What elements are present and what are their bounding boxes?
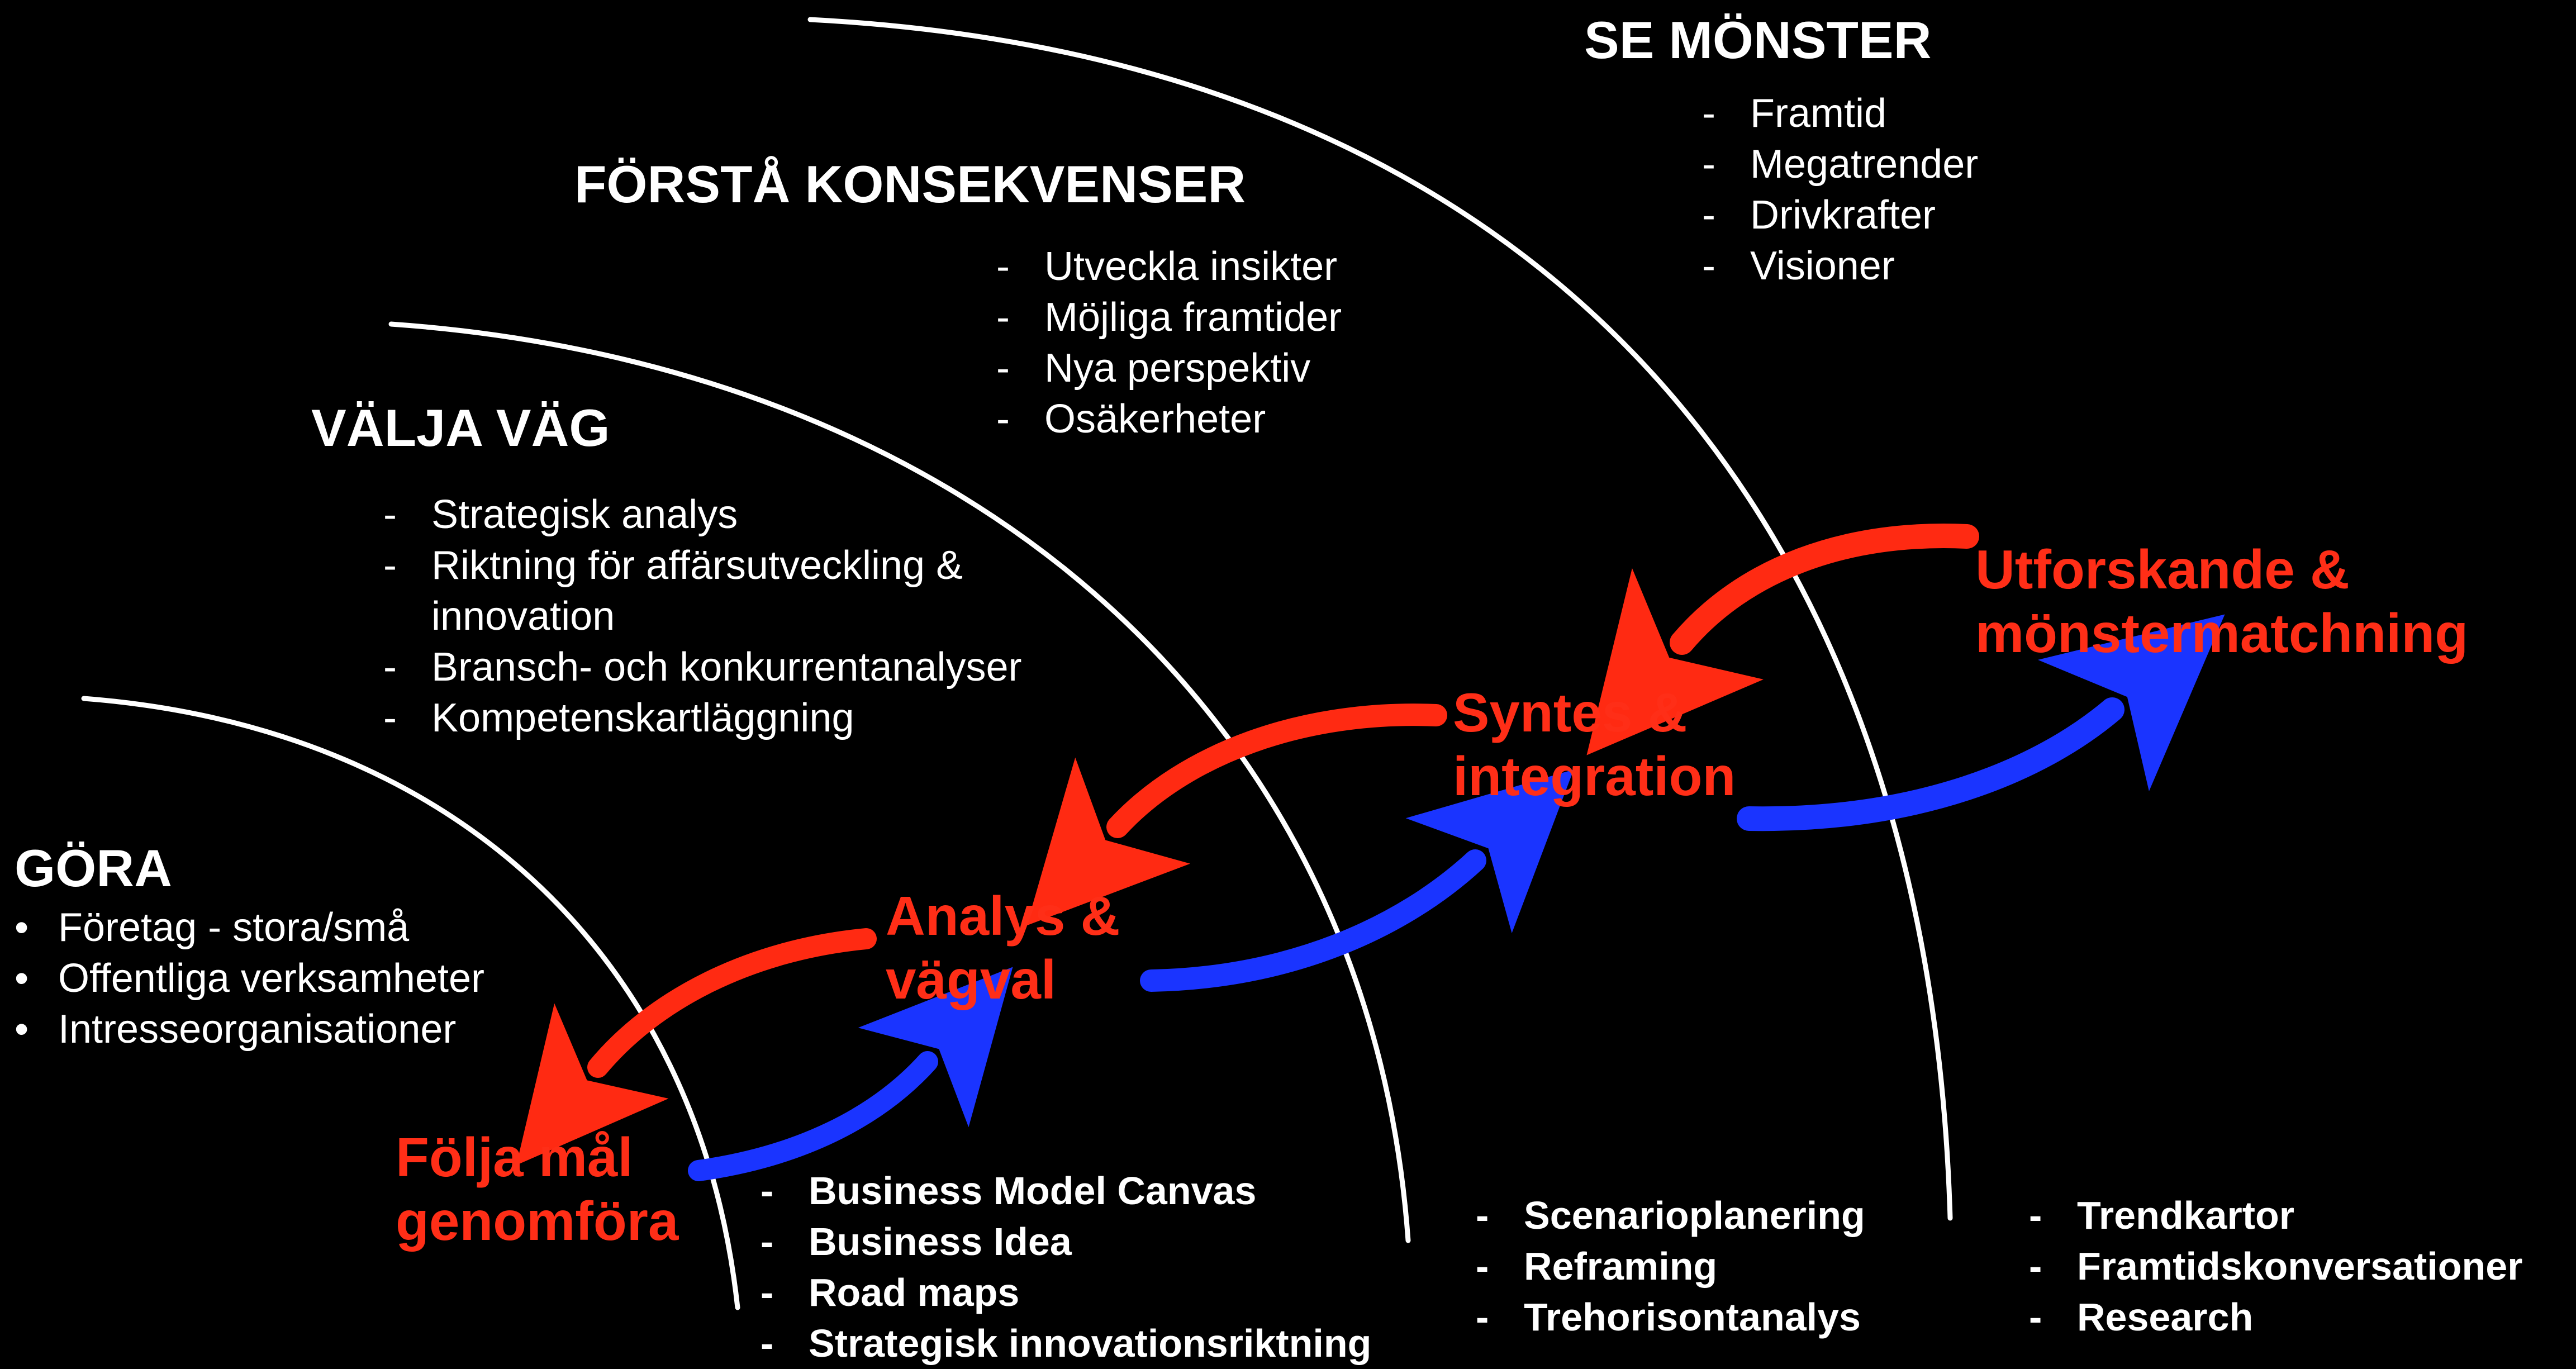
arrow-analys-to-folja <box>516 928 877 1166</box>
list-item: -Framtidskonversationer <box>2026 1241 2522 1292</box>
dash-marker: - <box>2029 1194 2042 1237</box>
dash-marker: - <box>761 1322 774 1365</box>
arrow-folja-to-analys <box>688 967 1013 1181</box>
tools-business-list: -Business Model Canvas -Business Idea -R… <box>757 1166 1371 1369</box>
dash-marker: - <box>2029 1295 2042 1339</box>
dash-marker: - <box>761 1169 774 1213</box>
list-item: -Business Model Canvas <box>757 1166 1371 1216</box>
arrow-syntes-to-utforskande <box>1737 614 2225 831</box>
dash-marker: - <box>1476 1295 1489 1339</box>
stage-utforskande: Utforskande & mönstermatchning <box>1975 539 2469 664</box>
list-item: -Utveckla insikter <box>993 241 1342 292</box>
list-item: -Trendkartor <box>2026 1190 2522 1241</box>
list-item: -Kompetenskartläggning <box>380 693 1022 744</box>
tools-scenario-list: -Scenarioplanering -Reframing -Trehoriso… <box>1472 1190 1865 1343</box>
list-item: -Nya perspektiv <box>993 343 1342 394</box>
tools-trend-list: -Trendkartor -Framtidskonversationer -Re… <box>2026 1190 2522 1343</box>
list-item: -Drivkrafter <box>1699 190 1978 241</box>
valja-vag-list: -Strategisk analys -Riktning för affärsu… <box>380 489 1022 744</box>
arc-lower-middle <box>81 696 740 1310</box>
list-item: -Strategisk innovationsriktning <box>757 1318 1371 1369</box>
gora-list: •Företag - stora/små •Offentliga verksam… <box>15 902 484 1055</box>
dash-marker: - <box>1702 244 1715 288</box>
list-item-continuation: innovation <box>431 594 615 639</box>
bullet-marker: • <box>15 905 29 950</box>
list-item: -Road maps <box>757 1267 1371 1318</box>
section-title-valja-vag: VÄLJA VÄG <box>311 398 610 457</box>
list-item: -Strategisk analys <box>380 489 1022 540</box>
dash-marker: - <box>761 1271 774 1314</box>
dash-marker: - <box>761 1220 774 1263</box>
stage-analys: Analys & vägval <box>886 885 1120 1010</box>
list-item: -Scenarioplanering <box>1472 1190 1865 1241</box>
list-item: -Riktning för affärsutveckling & <box>380 540 1022 591</box>
list-item: •Offentliga verksamheter <box>15 953 484 1004</box>
dash-marker: - <box>383 543 397 588</box>
dash-marker: - <box>1702 91 1715 136</box>
stage-folja: Följa mål genomföra <box>396 1126 679 1252</box>
arc-upper-middle <box>388 321 1411 1243</box>
list-item: -Megatrender <box>1699 139 1978 190</box>
forsta-konsekvenser-list: -Utveckla insikter -Möjliga framtider -N… <box>993 241 1342 445</box>
bullet-marker: • <box>15 956 29 1001</box>
list-item: -Reframing <box>1472 1241 1865 1292</box>
list-item: •Företag - stora/små <box>15 902 484 953</box>
dash-marker: - <box>383 492 397 537</box>
stage-syntes: Syntes & integration <box>1453 682 1736 807</box>
se-monster-list: -Framtid -Megatrender -Drivkrafter -Visi… <box>1699 88 1978 292</box>
dash-marker: - <box>2029 1244 2042 1288</box>
list-item: -Framtid <box>1699 88 1978 139</box>
list-item: •Intresseorganisationer <box>15 1004 484 1055</box>
dash-marker: - <box>1476 1194 1489 1237</box>
dash-marker: - <box>996 397 1010 441</box>
dash-marker: - <box>1702 193 1715 237</box>
section-title-gora: GÖRA <box>15 839 172 897</box>
section-title-forsta-konsekvenser: FÖRSTÅ KONSEKVENSER <box>574 155 1246 213</box>
dash-marker: - <box>996 295 1010 340</box>
dash-marker: - <box>996 244 1010 289</box>
list-item: -Trehorisontanalys <box>1472 1292 1865 1343</box>
list-item: -Visioner <box>1699 241 1978 292</box>
arrow-utforskande-to-syntes <box>1586 524 1979 755</box>
list-item: -Möjliga framtider <box>993 292 1342 343</box>
arrow-analys-to-syntes <box>1140 769 1574 992</box>
arrow-syntes-to-analys <box>1026 703 1447 926</box>
list-item: -Bransch- och konkurrentanalyser <box>380 642 1022 693</box>
list-item: -Osäkerheter <box>993 394 1342 445</box>
list-item: -Business Idea <box>757 1216 1371 1267</box>
bullet-marker: • <box>15 1007 29 1052</box>
dash-marker: - <box>996 346 1010 391</box>
section-title-se-monster: SE MÖNSTER <box>1584 11 1932 69</box>
arc-outer <box>807 17 1953 1221</box>
dash-marker: - <box>1476 1244 1489 1288</box>
dash-marker: - <box>383 696 397 740</box>
dash-marker: - <box>383 645 397 690</box>
list-item: -Research <box>2026 1292 2522 1343</box>
dash-marker: - <box>1702 142 1715 187</box>
